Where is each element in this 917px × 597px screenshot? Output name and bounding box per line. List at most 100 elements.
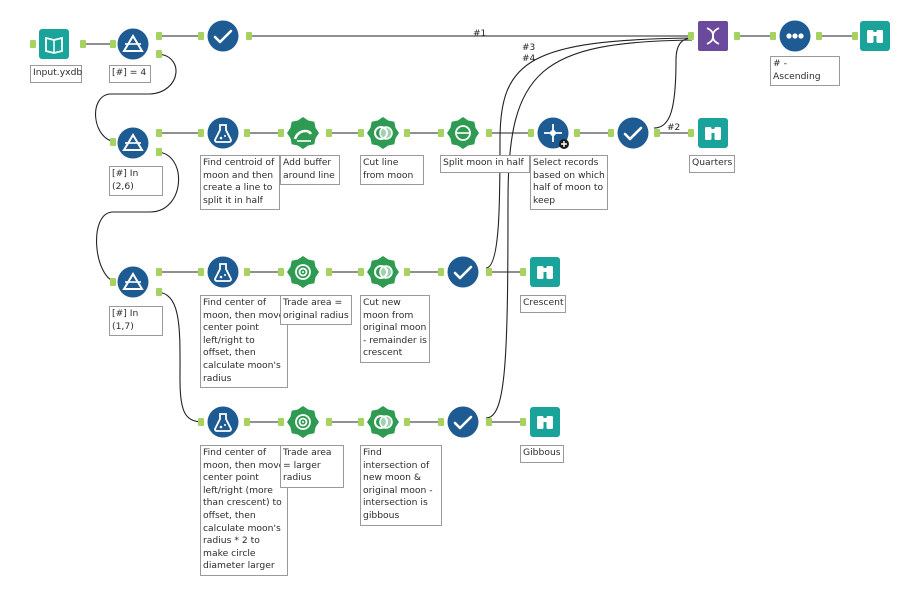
sort-label: # - Ascending <box>770 56 840 87</box>
connection-anchor[interactable] <box>244 268 250 276</box>
connection-anchor[interactable] <box>358 418 364 426</box>
connection-anchor[interactable] <box>688 129 694 137</box>
checkmark-icon <box>447 256 479 288</box>
connection-anchor[interactable] <box>156 50 162 58</box>
connection-anchor[interactable] <box>574 129 580 137</box>
connection-anchor[interactable] <box>358 268 364 276</box>
connection-anchor[interactable] <box>156 288 162 296</box>
overlap-icon <box>367 256 399 288</box>
connection-anchor[interactable] <box>486 418 492 426</box>
select-tool-3[interactable] <box>446 255 480 289</box>
formula1-label: Find centroid of moon and then create a … <box>200 155 280 211</box>
select-tool[interactable] <box>206 19 240 53</box>
trade1-label: Trade area = original radius <box>280 295 352 326</box>
connection-anchor[interactable] <box>156 148 162 156</box>
binoculars-icon <box>698 118 728 148</box>
connection-anchor[interactable] <box>688 32 694 40</box>
poly-split-tool[interactable] <box>446 116 480 150</box>
formula-tool-2[interactable] <box>206 255 240 289</box>
formula-tool-3[interactable] <box>206 405 240 439</box>
spatial-process-tool-2[interactable] <box>366 255 400 289</box>
trade-area-tool-1[interactable] <box>286 255 320 289</box>
wire-select3-union <box>485 37 693 269</box>
sort-tool[interactable] <box>778 19 812 53</box>
filter-tool-2[interactable] <box>116 126 150 160</box>
connection-anchor[interactable] <box>156 268 162 276</box>
connection-anchor[interactable] <box>520 268 526 276</box>
connection-anchor[interactable] <box>734 32 740 40</box>
buffer-tool[interactable] <box>286 116 320 150</box>
connection-anchor[interactable] <box>770 32 776 40</box>
split1-label: Split moon in half <box>440 155 530 173</box>
connection-anchor[interactable] <box>520 418 526 426</box>
connection-anchor[interactable] <box>654 129 660 137</box>
trade2-label: Trade area = larger radius <box>280 445 344 488</box>
crescent-label: Crescent <box>520 295 566 313</box>
connection-anchor[interactable] <box>486 268 492 276</box>
browse-tool-quarters[interactable] <box>696 116 730 150</box>
wire-filter3-formula3 <box>155 291 205 423</box>
filter-triangle-icon <box>117 28 149 60</box>
dna-icon <box>698 21 728 51</box>
wire-select2-union <box>653 37 693 129</box>
spatial-process-tool-3[interactable] <box>366 405 400 439</box>
filter-tool[interactable] <box>116 27 150 61</box>
browse-tool-gibbous[interactable] <box>528 405 562 439</box>
flask-icon <box>207 117 239 149</box>
browse-tool-top[interactable] <box>858 19 892 53</box>
binoculars-icon <box>860 21 890 51</box>
connection-anchor[interactable] <box>358 129 364 137</box>
connection-anchor[interactable] <box>404 418 410 426</box>
connection-anchor[interactable] <box>326 129 332 137</box>
connection-anchor[interactable] <box>198 32 204 40</box>
connection-anchor[interactable] <box>608 129 614 137</box>
connection-anchor[interactable] <box>244 418 250 426</box>
buffer-icon <box>287 117 319 149</box>
connection-anchor[interactable] <box>852 32 858 40</box>
filter3-label: [#] In (1,7) <box>109 306 163 337</box>
connection-anchor[interactable] <box>404 268 410 276</box>
connection-anchor[interactable] <box>816 32 822 40</box>
connection-anchor[interactable] <box>198 268 204 276</box>
connection-anchor[interactable] <box>110 138 116 146</box>
filter-tool-3[interactable] <box>116 265 150 299</box>
connection-anchor[interactable] <box>110 278 116 286</box>
spatial-match-tool[interactable] <box>536 116 570 150</box>
wire-label-2: #2 <box>667 123 681 133</box>
connection-anchor[interactable] <box>528 129 534 137</box>
connection-anchor[interactable] <box>80 40 86 48</box>
input-tool[interactable] <box>37 27 71 61</box>
connection-anchor[interactable] <box>278 418 284 426</box>
select-tool-2[interactable] <box>616 116 650 150</box>
connection-anchor[interactable] <box>438 418 444 426</box>
connection-anchor[interactable] <box>438 129 444 137</box>
formula-tool-1[interactable] <box>206 116 240 150</box>
connection-anchor[interactable] <box>326 268 332 276</box>
select-tool-4[interactable] <box>446 405 480 439</box>
connection-anchor[interactable] <box>156 32 162 40</box>
spatial-process-tool-1[interactable] <box>366 116 400 150</box>
connection-anchor[interactable] <box>326 418 332 426</box>
connection-anchor[interactable] <box>404 129 410 137</box>
connection-anchor[interactable] <box>198 129 204 137</box>
connection-anchor[interactable] <box>110 40 116 48</box>
wire-label-1: #1 <box>473 29 487 39</box>
connection-anchor[interactable] <box>278 129 284 137</box>
formula2-label: Find center of moon, then move center po… <box>200 295 288 389</box>
connection-anchor[interactable] <box>198 418 204 426</box>
checkmark-icon <box>447 406 479 438</box>
connection-anchor[interactable] <box>486 129 492 137</box>
union-tool[interactable] <box>696 19 730 53</box>
wire-label-3: #3 <box>522 43 536 53</box>
book-icon <box>39 29 69 59</box>
connection-anchor[interactable] <box>156 129 162 137</box>
browse-tool-crescent[interactable] <box>528 255 562 289</box>
connection-anchor[interactable] <box>438 268 444 276</box>
connection-anchor[interactable] <box>30 40 36 48</box>
connection-anchor[interactable] <box>244 129 250 137</box>
trade-area-tool-2[interactable] <box>286 405 320 439</box>
connection-anchor[interactable] <box>246 32 252 40</box>
connection-anchor[interactable] <box>278 268 284 276</box>
crosshair-icon <box>537 117 569 149</box>
